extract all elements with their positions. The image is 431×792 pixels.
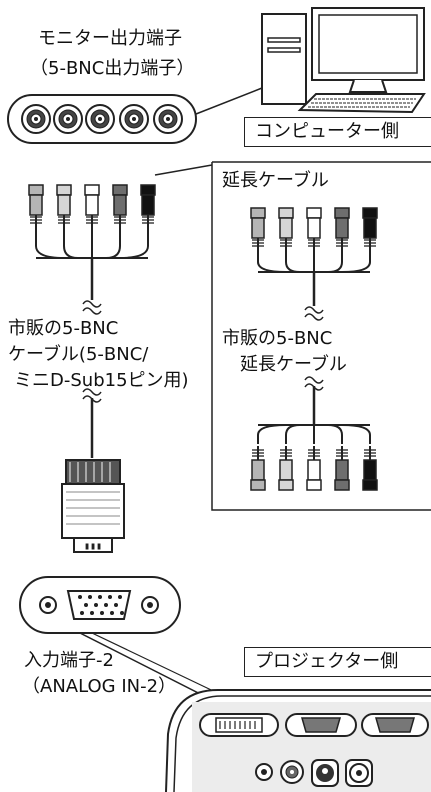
monitor-output-label: モニター出力端子 <box>38 28 182 49</box>
monitor-output-sub-label: （5-BNC出力端子） <box>30 58 195 79</box>
input-2-label: 入力端子-2 <box>24 650 114 671</box>
analog-in-2-label: （ANALOG IN-2） <box>22 676 177 697</box>
svg-text:▮▮▮: ▮▮▮ <box>84 541 102 552</box>
bnc-jack-icon <box>85 104 115 134</box>
computer-tower <box>261 13 307 105</box>
bnc-jack-icon <box>21 104 51 134</box>
bnc-cable-label-2: ケーブル(5-BNC/ <box>8 344 149 365</box>
bnc-cable-left <box>28 164 213 458</box>
vga-connector-icon: ▮▮▮ <box>61 459 125 553</box>
projector-side-label: プロジェクター側 <box>255 651 399 672</box>
leader-line <box>195 87 263 115</box>
extension-box-frame <box>211 162 431 511</box>
bnc-output-panel <box>7 87 263 144</box>
computer-side-label: コンピューター側 <box>255 121 399 142</box>
extension-cable-box <box>211 161 431 511</box>
bnc-jack-icon <box>53 104 83 134</box>
bnc-jack-icon <box>153 104 183 134</box>
ext-cable-label-1: 市販の5-BNC <box>222 328 333 349</box>
bnc-jack-icon <box>119 104 149 134</box>
input-port-callout <box>19 576 293 713</box>
computer-side-box: コンピューター側 <box>244 117 431 147</box>
drive-slot <box>267 47 301 53</box>
monitor-screen <box>318 14 418 74</box>
bnc-cable-label-3: ミニD-Sub15ピン用) <box>14 370 189 391</box>
bnc-cable-label-1: 市販の5-BNC <box>8 318 119 339</box>
computer-icon <box>261 7 426 114</box>
projector-side-box: プロジェクター側 <box>244 647 431 677</box>
projector-icon <box>165 689 431 792</box>
ext-cable-label-2: 延長ケーブル <box>240 354 347 375</box>
extension-cable-title: 延長ケーブル <box>222 170 329 191</box>
drive-slot <box>267 37 301 43</box>
monitor-stand <box>348 79 388 93</box>
leader-line <box>154 164 213 176</box>
